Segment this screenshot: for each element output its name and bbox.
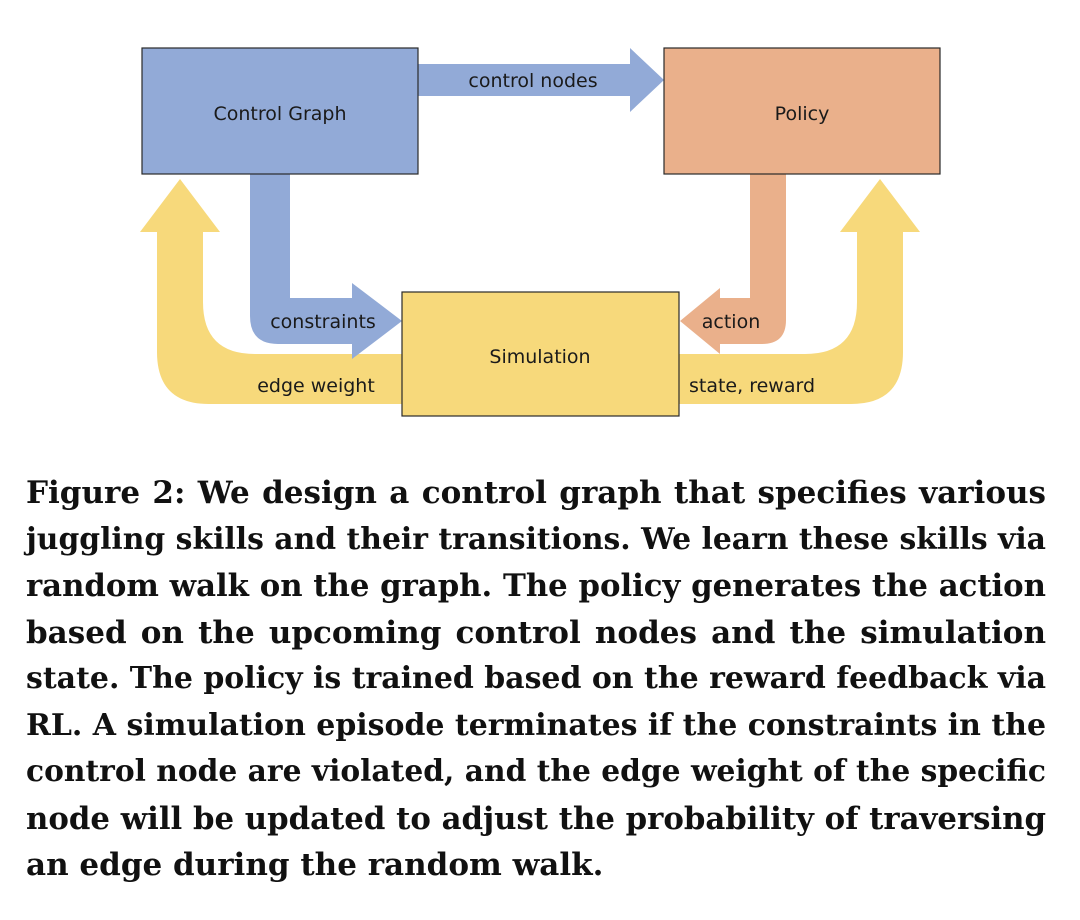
caption-line: RL. A simulation episode terminates if t… [26,707,1046,743]
constraints-label: constraints [270,311,376,333]
simulation-label: Simulation [489,346,590,368]
control-graph-box [141,47,419,175]
caption-line: Figure 2: We design a control graph that… [26,475,1046,511]
control-nodes-arrow [418,48,664,112]
workflow-diagram: Control Graph Policy Simulation control … [140,47,941,417]
figure-caption: Figure 2: We design a control graph that… [26,470,1046,889]
state-reward-label: state, reward [689,375,815,397]
action-label: action [702,311,760,333]
edge-weight-label: edge weight [257,375,375,397]
caption-line: random walk on the graph. The policy gen… [26,568,1046,604]
state-reward-arrow [679,179,920,404]
caption-line: an edge during the random walk. [26,847,604,883]
caption-line: juggling skills and their transitions. W… [26,521,1046,557]
caption-line: state. The policy is trained based on th… [26,661,1046,696]
control-nodes-label: control nodes [468,70,597,92]
constraints-arrow [250,174,402,359]
caption-line: node will be updated to adjust the proba… [26,800,1046,837]
edge-weight-arrow [140,179,403,404]
simulation-box [401,291,680,417]
caption-line: based on the upcoming control nodes and … [26,614,1046,651]
policy-label: Policy [775,103,830,125]
action-arrow [680,174,786,354]
policy-box [663,47,941,175]
caption-line: control node are violated, and the edge … [26,754,1046,789]
control-graph-label: Control Graph [214,103,347,125]
